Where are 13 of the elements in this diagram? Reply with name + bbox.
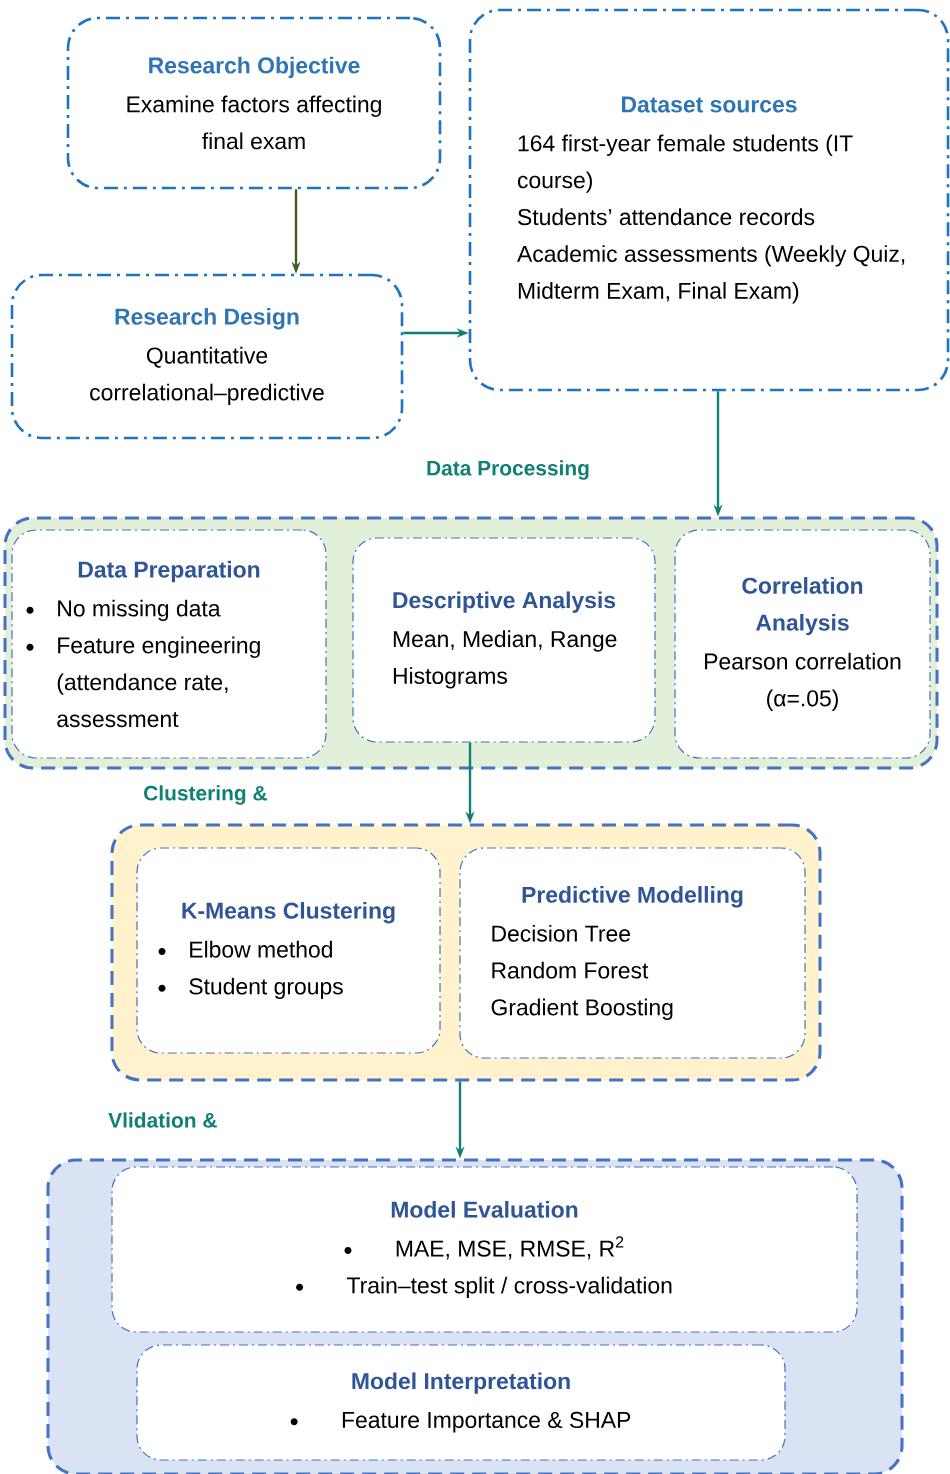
process-box: Correlation Analysis Pearson correlation (α=.05) [674, 529, 931, 759]
process-box: Predictive Modelling Decision Tree Random Forest Gradient Boosting [459, 847, 806, 1059]
process-box: Dataset sources 164 first-year female students (IT course) Students’ attendance records Academic assessments (Weekly Quiz, Midterm Exam, Final Exam) [468, 8, 950, 392]
process-box: Research Design Quantitative correlational–predictive [10, 273, 404, 440]
process-box: Model Interpretation Feature Importance & SHAP [136, 1344, 786, 1461]
process-box: Research Objective Examine factors affecting final exam [66, 16, 442, 190]
process-box: Data Preparation No missing data Feature engineering (attendance rate, assessment [11, 529, 327, 759]
process-box: K-Means Clustering Elbow method Student groups [136, 847, 441, 1054]
process-box: Descriptive Analysis Mean, Median, Range Histograms [352, 537, 656, 743]
section-heading: Vlidation & [108, 1112, 217, 1128]
process-box: Model Evaluation MAE, MSE, RMSE, R$^{2}$ Train–test split / cross-validation [111, 1166, 858, 1333]
section-heading: Clustering & [144, 785, 267, 805]
section-heading: Data Processing [427, 460, 589, 480]
